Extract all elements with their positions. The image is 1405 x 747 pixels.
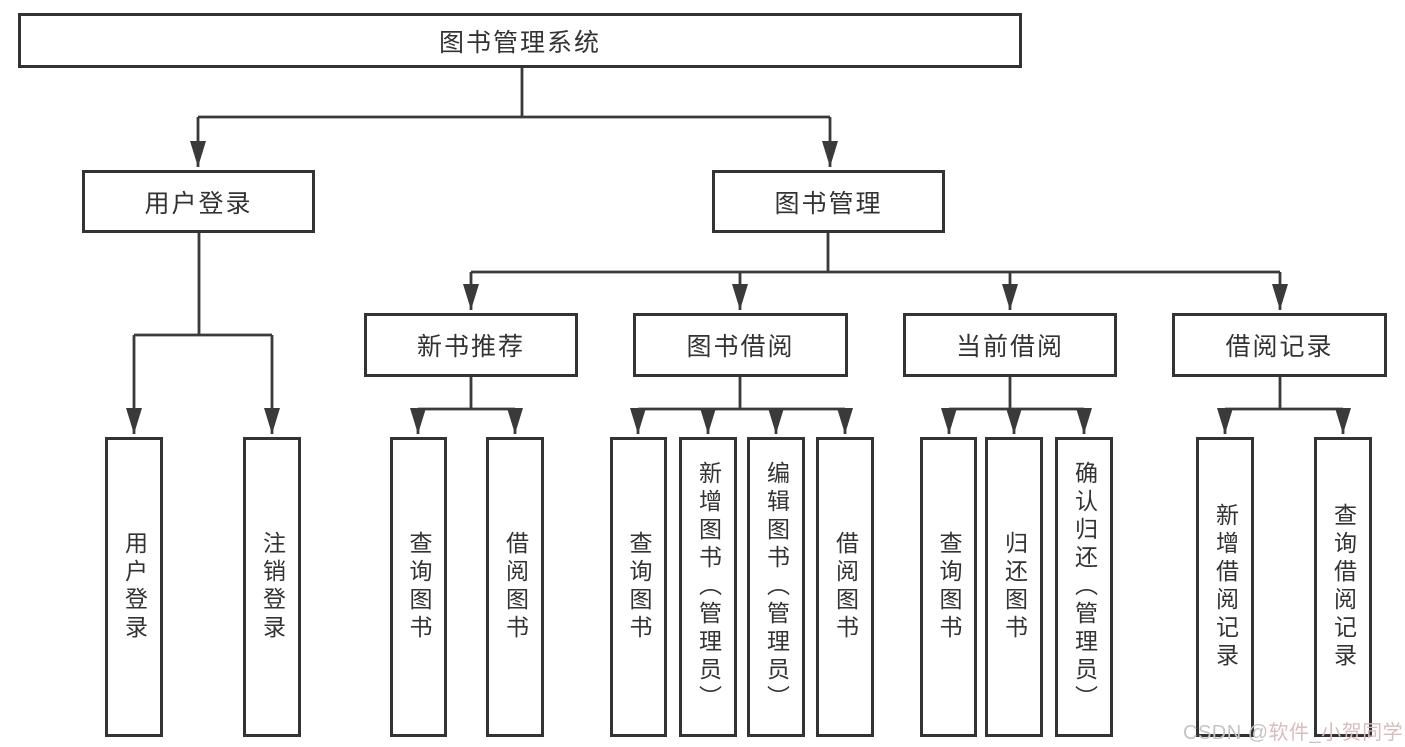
- leaf-user-login: 用户登录: [105, 437, 163, 737]
- leaf-query-borrow-record: 查询借阅记录: [1314, 437, 1372, 737]
- leaf-logout: 注销登录: [243, 437, 301, 737]
- leaf-logout-label: 注销登录: [259, 531, 286, 643]
- node-user-login-label: 用户登录: [144, 189, 253, 218]
- leaf-borrow-book-label: 借阅图书: [832, 531, 859, 643]
- csdn-watermark: CSDN @软件_小贺同学: [1183, 716, 1403, 745]
- leaf-edit-book-admin: 编辑图书（管理员）: [747, 437, 805, 737]
- leaf-return-book-label: 归还图书: [1001, 531, 1028, 643]
- node-library-system: 图书管理系统: [18, 13, 1022, 68]
- leaf-current-query-book: 查询图书: [920, 437, 977, 737]
- leaf-return-book: 归还图书: [985, 437, 1043, 737]
- node-book-management-label: 图书管理: [774, 189, 883, 218]
- node-library-system-label: 图书管理系统: [438, 28, 601, 57]
- node-borrow-records: 借阅记录: [1172, 313, 1387, 377]
- node-new-book-recommend-label: 新书推荐: [416, 333, 525, 361]
- leaf-borrow-query-book: 查询图书: [610, 437, 667, 737]
- node-book-management: 图书管理: [712, 170, 945, 233]
- leaf-confirm-return-admin: 确认归还（管理员）: [1055, 437, 1113, 737]
- node-new-book-recommend: 新书推荐: [364, 313, 578, 377]
- node-book-borrow: 图书借阅: [633, 313, 848, 377]
- node-current-borrow: 当前借阅: [903, 313, 1117, 377]
- leaf-add-book-admin-label: 新增图书（管理员）: [695, 461, 722, 713]
- leaf-confirm-return-admin-label: 确认归还（管理员）: [1071, 461, 1098, 713]
- leaf-add-book-admin: 新增图书（管理员）: [679, 437, 737, 737]
- leaf-edit-book-admin-label: 编辑图书（管理员）: [763, 461, 790, 713]
- node-book-borrow-label: 图书借阅: [686, 333, 795, 361]
- leaf-borrow-query-book-label: 查询图书: [626, 531, 652, 643]
- leaf-current-query-book-label: 查询图书: [936, 531, 962, 643]
- leaf-query-borrow-record-label: 查询借阅记录: [1330, 503, 1357, 671]
- leaf-borrow-book: 借阅图书: [816, 437, 874, 737]
- leaf-user-login-label: 用户登录: [121, 531, 148, 643]
- node-current-borrow-label: 当前借阅: [955, 333, 1064, 361]
- leaf-recommend-query-book-label: 查询图书: [406, 531, 432, 643]
- leaf-recommend-borrow-book-label: 借阅图书: [502, 531, 529, 643]
- leaf-add-borrow-record: 新增借阅记录: [1196, 437, 1254, 737]
- leaf-recommend-query-book: 查询图书: [390, 437, 447, 737]
- leaf-add-borrow-record-label: 新增借阅记录: [1212, 503, 1239, 671]
- watermark-author: 软件_小贺同学: [1268, 722, 1404, 744]
- watermark-prefix: CSDN @: [1183, 722, 1269, 744]
- node-user-login: 用户登录: [82, 170, 315, 233]
- node-borrow-records-label: 借阅记录: [1225, 333, 1334, 361]
- leaf-recommend-borrow-book: 借阅图书: [486, 437, 544, 737]
